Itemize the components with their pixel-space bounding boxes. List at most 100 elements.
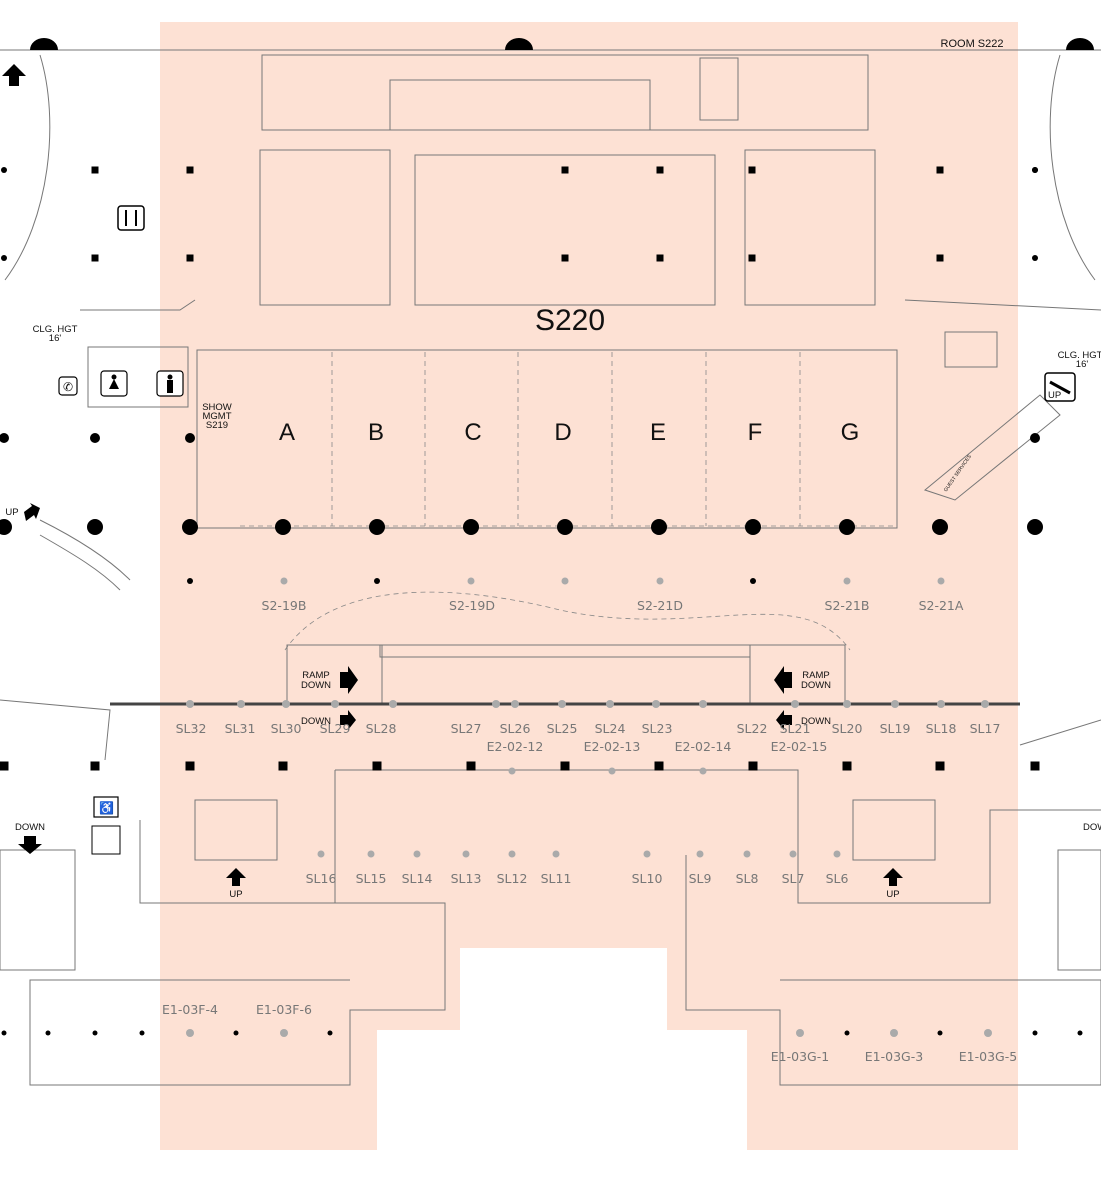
e1-label: E1-03F-4: [162, 1002, 218, 1017]
column-dot: [932, 519, 948, 535]
arrow-left-icon: [774, 666, 792, 694]
telephone-icon: ✆: [58, 376, 78, 396]
booth-label: SL12: [497, 871, 528, 886]
column-square: [654, 761, 664, 771]
elevator-accessible-icon: ♿: [91, 796, 121, 855]
down-label: DOWN: [301, 716, 331, 727]
column-dot: [1, 167, 7, 173]
column-dot: [463, 519, 479, 535]
column-square: [372, 761, 382, 771]
column-dot: [1, 255, 7, 261]
e2-label: E2-02-14: [675, 739, 732, 754]
column-dot: [87, 519, 103, 535]
svg-text:✆: ✆: [63, 380, 73, 394]
down-label: DOWN: [15, 822, 45, 833]
booth-marker: [462, 850, 470, 858]
booth-marker: [282, 700, 290, 708]
escalator-up-label: UP: [1048, 390, 1061, 401]
column-square: [748, 761, 758, 771]
column-square: [560, 761, 570, 771]
e2-labels: E2-02-12 E2-02-13 E2-02-14 E2-02-15: [487, 739, 828, 754]
label-line: S219: [206, 420, 228, 431]
booth-label: SL18: [926, 721, 957, 736]
entrance-marker: [30, 38, 58, 50]
booth-marker: [508, 850, 516, 858]
arrow-up-icon: [226, 868, 246, 886]
ramp-label: DOWN: [801, 680, 831, 691]
booth-marker: [743, 850, 751, 858]
booth-marker: [843, 700, 851, 708]
booth-label: SL28: [366, 721, 397, 736]
hall-label: E: [650, 419, 666, 446]
booth-marker: [331, 700, 339, 708]
column-square: [0, 761, 9, 771]
column-square: [90, 761, 100, 771]
booth-marker: [608, 767, 616, 775]
meeting-label: S2-21D: [637, 598, 683, 613]
column-dot: [1030, 433, 1040, 443]
booth-marker: [696, 850, 704, 858]
ramp-label: RAMP: [302, 670, 329, 681]
booth-marker: [643, 850, 651, 858]
column-dot: [45, 1030, 51, 1036]
booth-label: SL29: [320, 721, 351, 736]
column-dot: [0, 433, 9, 443]
arrow-down-icon: [18, 836, 42, 854]
booth-marker: [699, 767, 707, 775]
column-dot: [557, 519, 573, 535]
booth-marker: [511, 700, 519, 708]
hall-labels: A B C D E F G: [279, 419, 859, 446]
e2-label: E2-02-15: [771, 739, 828, 754]
booth-label: SL16: [306, 871, 337, 886]
booth-label: SL23: [642, 721, 673, 736]
column-square: [466, 761, 476, 771]
booth-label: SL30: [271, 721, 302, 736]
booth-marker: [508, 767, 516, 775]
label-line: SHOW: [202, 402, 232, 413]
column-dot: [92, 255, 98, 261]
column-square: [1030, 761, 1040, 771]
booth-label: SL19: [880, 721, 911, 736]
column-dot: [1032, 167, 1038, 173]
booth-marker: [492, 700, 500, 708]
column-dot: [275, 519, 291, 535]
column-dot: [1032, 255, 1038, 261]
hall-label: A: [279, 419, 295, 446]
arrow-up-icon: [2, 64, 26, 86]
booth-label: SL8: [736, 871, 759, 886]
escalator-icon: UP: [1044, 372, 1076, 402]
booth-marker: [890, 1029, 898, 1037]
booth-label: SL9: [689, 871, 712, 886]
arrow-right-icon: [340, 710, 356, 730]
booth-label: SL13: [451, 871, 482, 886]
column-dot: [182, 519, 198, 535]
ceiling-height-value: 16': [1076, 359, 1089, 370]
booth-label: SL17: [970, 721, 1001, 736]
booth-marker: [699, 700, 707, 708]
booth-marker: [186, 1029, 194, 1037]
e2-label: E2-02-12: [487, 739, 544, 754]
booth-marker: [367, 850, 375, 858]
ramp-label: DOWN: [301, 680, 331, 691]
women-restroom-icon: [100, 370, 128, 397]
booth-label: SL25: [547, 721, 578, 736]
booth-label: SL20: [832, 721, 863, 736]
e1-label: E1-03F-6: [256, 1002, 312, 1017]
hall-label: G: [841, 419, 860, 446]
entrance-marker: [1066, 38, 1094, 50]
column-dot: [233, 1030, 239, 1036]
column-square: [278, 761, 288, 771]
booth-marker: [791, 700, 799, 708]
column-square: [186, 254, 194, 262]
booth-marker: [843, 577, 851, 585]
column-square: [748, 166, 756, 174]
booth-marker: [317, 850, 325, 858]
column-dot: [651, 519, 667, 535]
column-dot: [90, 433, 100, 443]
column-dot: [139, 1030, 145, 1036]
arrow-right-icon: [340, 666, 358, 694]
up-label: UP: [886, 889, 899, 900]
men-restroom-icon: [156, 370, 184, 397]
